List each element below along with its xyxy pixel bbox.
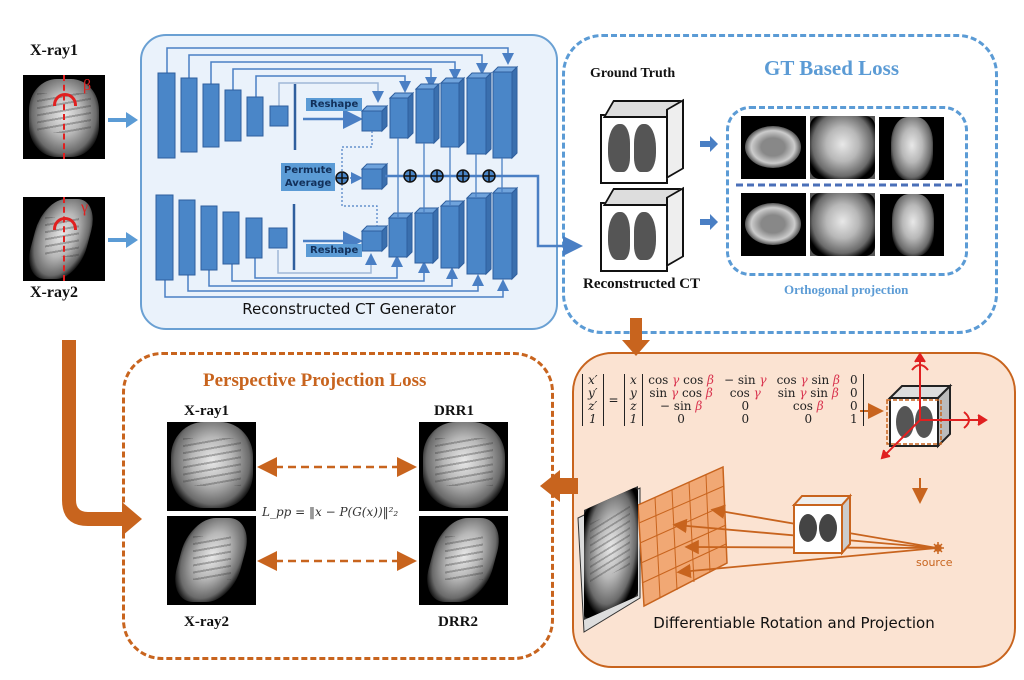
pl-xray2-label: X-ray2 <box>184 614 229 630</box>
gt-sagittal-projection <box>879 117 944 180</box>
pl-xray1-image <box>167 422 256 511</box>
pl-drr2-image <box>419 516 508 605</box>
rotated-ct-cube <box>880 352 988 460</box>
encoder-top <box>157 72 289 159</box>
permute-average-label: Permute Average <box>281 163 336 191</box>
source-label: source <box>916 556 953 569</box>
reconstructed-ct-label: Reconstructed CT <box>583 276 701 292</box>
lhs-vector: x′ y′ z′ 1 <box>582 374 604 426</box>
pl-drr1-image <box>419 422 508 511</box>
pl-drr2-label: DRR2 <box>438 614 478 630</box>
recon-axial-projection <box>741 193 806 256</box>
rotation-projection-title: Differentiable Rotation and Projection <box>653 614 935 632</box>
reconstructed-ct-cube <box>600 184 688 272</box>
add-nodes <box>335 169 496 185</box>
recon-coronal-projection <box>810 193 875 256</box>
permute-label: Permute <box>284 165 333 176</box>
reshape-label-bottom: Reshape <box>306 244 363 257</box>
source-icon <box>932 542 944 554</box>
projection-ct-cube <box>791 493 853 556</box>
perspective-loss-formula: L_pp = ‖x − P(G(x))‖²₂ <box>262 505 399 519</box>
input-vector: x y z 1 <box>623 374 644 426</box>
rotation-arrow-icon <box>53 217 77 230</box>
arrow-input-to-perspective-loss <box>62 340 142 536</box>
arrow-gt-to-projection <box>700 136 718 152</box>
gt-coronal-projection <box>810 116 875 179</box>
xray1-title: X-ray1 <box>30 42 78 59</box>
average-label: Average <box>284 178 332 189</box>
perspective-loss-title: Perspective Projection Loss <box>203 370 427 391</box>
ground-truth-label: Ground Truth <box>590 66 676 81</box>
gt-axial-projection <box>741 116 806 179</box>
xray2-title: X-ray2 <box>30 284 78 301</box>
pl-xray1-label: X-ray1 <box>184 403 229 419</box>
arrow-xray2-to-generator <box>108 232 138 248</box>
recon-sagittal-projection <box>880 194 944 256</box>
input-arrows <box>108 112 138 248</box>
decoder-top <box>388 65 519 160</box>
gamma-label: γ <box>81 199 89 216</box>
pl-xray2-image <box>167 516 256 605</box>
rotation-arrow-icon <box>53 93 77 106</box>
skip-connections-top <box>166 47 514 106</box>
decoder-bottom <box>387 186 519 281</box>
gt-loss-title: GT Based Loss <box>764 56 899 80</box>
xray1-image: β <box>23 75 105 159</box>
bottleneck-cubes <box>360 104 389 253</box>
xray2-image: γ <box>23 197 105 281</box>
arrow-gt-to-rotation <box>622 318 650 356</box>
pl-drr1-label: DRR1 <box>434 403 474 419</box>
gt-loss-panel <box>562 34 998 334</box>
arrow-recon-to-projection <box>700 214 718 230</box>
orthogonal-projection-caption: Orthogonal projection <box>784 282 909 297</box>
skip-connections-bottom <box>164 250 509 298</box>
beta-label: β <box>83 77 92 94</box>
reshape-label-top: Reshape <box>306 98 363 111</box>
orthogonal-projection-panel <box>726 106 968 276</box>
encoder-bottom <box>155 194 288 281</box>
generator-title: Reconstructed CT Generator <box>242 300 456 318</box>
arrow-rotation-to-perspective-loss <box>540 470 578 502</box>
ground-truth-ct-cube <box>600 96 688 184</box>
arrow-xray1-to-generator <box>108 112 138 128</box>
